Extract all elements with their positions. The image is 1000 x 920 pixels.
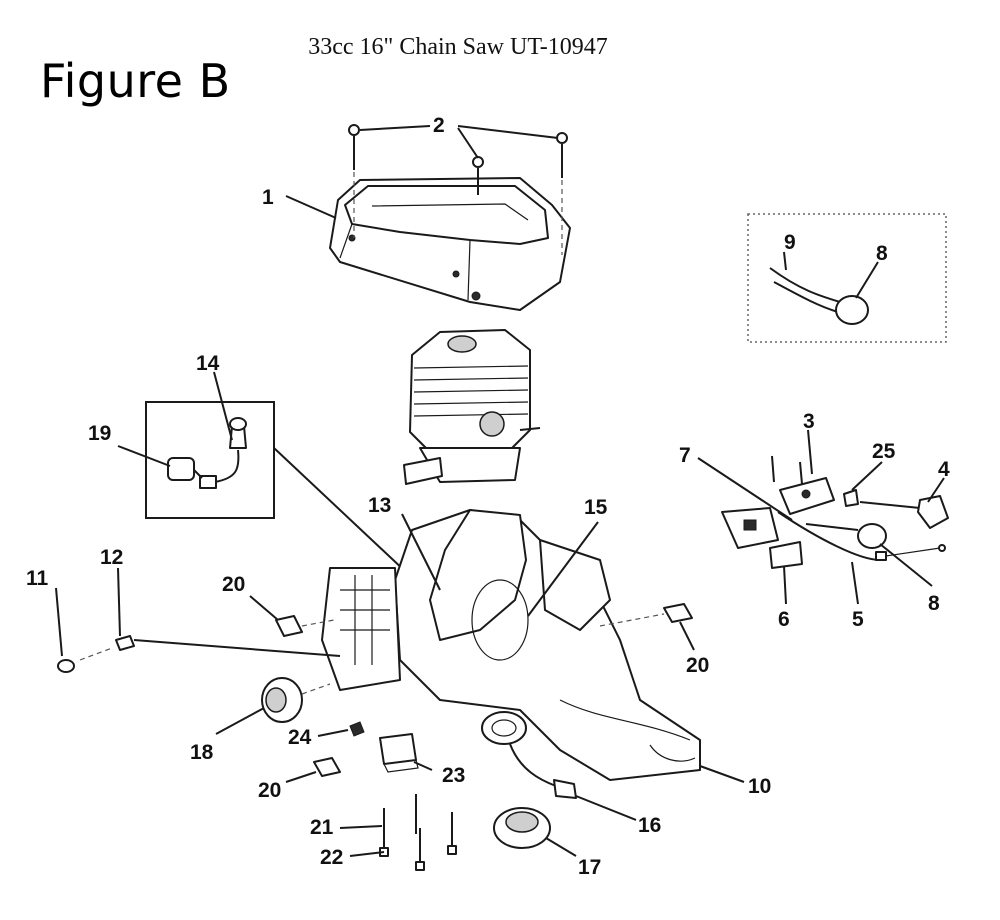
callout-9: 9	[784, 231, 796, 254]
callout-17: 17	[578, 856, 601, 879]
callout-19: 19	[88, 422, 111, 445]
diagram-title: 33cc 16" Chain Saw UT-10947	[308, 34, 608, 60]
callout-14: 14	[196, 352, 220, 375]
callout-15: 15	[584, 496, 608, 519]
callout-25: 25	[872, 440, 896, 463]
bolts-part	[379, 794, 457, 871]
callout-1: 1	[262, 186, 274, 209]
fuel-line-inset	[145, 401, 441, 605]
starter-pulley-part	[261, 677, 331, 723]
figure-label: Figure B	[40, 54, 231, 108]
callout-10: 10	[748, 775, 771, 798]
callout-20-left: 20	[222, 573, 245, 596]
mount-block-part	[349, 721, 419, 773]
callout-11: 11	[26, 567, 49, 590]
callout-13: 13	[368, 494, 391, 517]
callout-24: 24	[288, 726, 312, 749]
leader-lines	[55, 125, 945, 857]
callout-18: 18	[190, 741, 214, 764]
engine-cylinder-part	[403, 329, 541, 485]
callout-5: 5	[852, 608, 864, 631]
callout-12: 12	[100, 546, 123, 569]
callout-8: 8	[928, 592, 940, 615]
callout-20-bottom: 20	[258, 779, 281, 802]
main-housing-part	[321, 509, 701, 781]
callout-3: 3	[803, 410, 815, 433]
primer-bulb-inset	[747, 213, 947, 343]
oil-tank-part	[481, 711, 577, 849]
callout-7: 7	[679, 444, 691, 467]
callout-20-right: 20	[686, 654, 709, 677]
callout-numbers: 1 2 3 4 5 6 7 8 8 9 10 11 12 13 14 15 16…	[26, 114, 950, 879]
callout-8-inset: 8	[876, 242, 888, 265]
callout-6: 6	[778, 608, 790, 631]
ignition-switch-part	[721, 455, 949, 569]
callout-23: 23	[442, 764, 465, 787]
fuel-cap-part	[57, 635, 341, 673]
callout-22: 22	[320, 846, 343, 869]
callout-2: 2	[433, 114, 445, 137]
callout-21: 21	[310, 816, 334, 839]
cover-screws-part	[348, 124, 568, 255]
callout-16: 16	[638, 814, 661, 837]
callout-4: 4	[938, 458, 950, 481]
top-cover-part	[329, 177, 571, 311]
spring-clips-part	[275, 603, 693, 777]
